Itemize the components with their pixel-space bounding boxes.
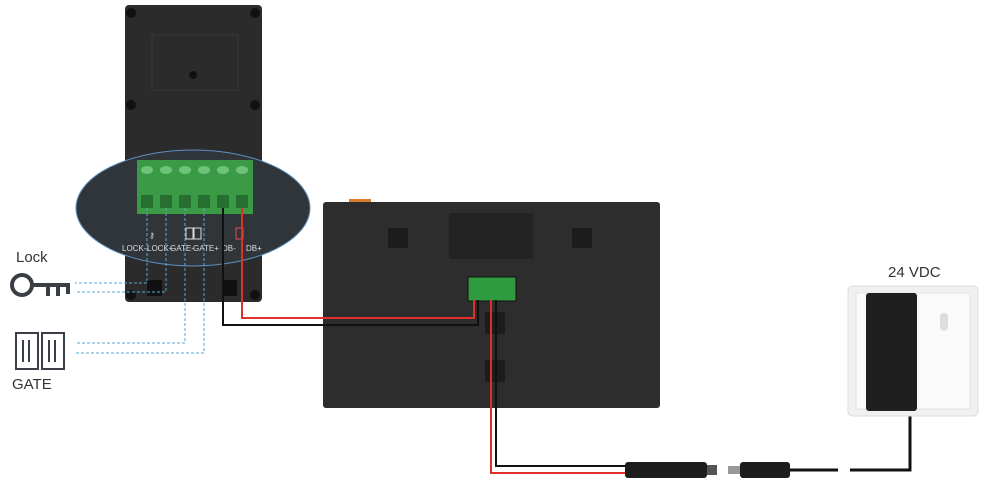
power-label: 24 VDC	[888, 264, 941, 281]
terminal-label-lock-minus: LOCK-	[122, 244, 147, 253]
terminal-label-db-plus: DB+	[246, 244, 262, 253]
terminal-label-gate-plus: GATE+	[193, 244, 219, 253]
dc-plug	[728, 415, 912, 478]
terminal-label-lock-plus: LOCK+	[147, 244, 174, 253]
gate-glyph	[185, 227, 202, 240]
monitor-terminal-block	[467, 276, 517, 302]
gate-label: GATE	[12, 376, 52, 393]
lock-key-icon	[10, 273, 70, 297]
red-wire-power	[490, 300, 630, 474]
terminal-callout: ⚷ LOCK- LOCK+ GATE- GATE+ DB- DB+	[75, 149, 311, 267]
terminal-label-gate-minus: GATE-	[170, 244, 194, 253]
key-glyph: ⚷	[149, 231, 155, 240]
terminal-label-db-minus: DB-	[222, 244, 236, 253]
red-wire-db-plus	[241, 208, 475, 319]
terminal-block	[137, 160, 253, 214]
lock-label: Lock	[16, 249, 48, 266]
signal-wires	[75, 208, 205, 354]
black-wire-db-minus	[222, 208, 479, 326]
power-adapter	[847, 285, 979, 417]
dc-jack	[625, 462, 717, 478]
black-wire-power	[495, 300, 630, 467]
gate-icon	[15, 332, 65, 370]
